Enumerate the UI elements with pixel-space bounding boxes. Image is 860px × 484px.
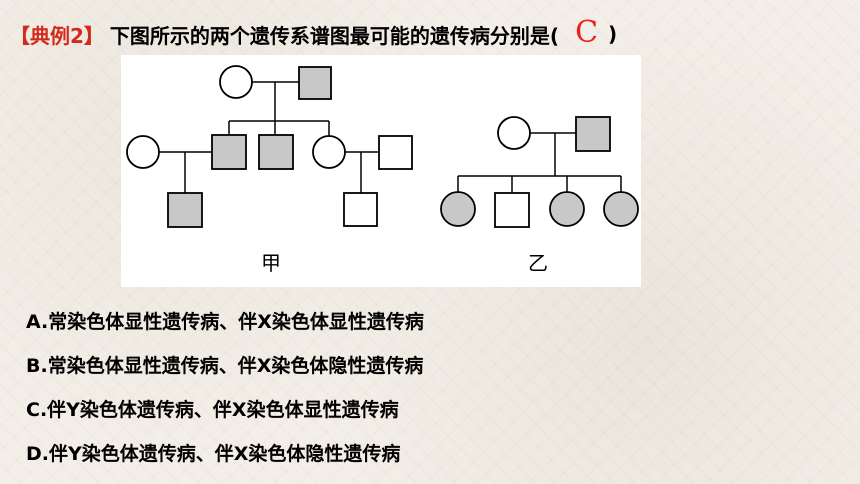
jia-gen2-male-spouse-unaffected: [378, 135, 413, 170]
label-yi: 乙: [528, 251, 548, 275]
question-text: 下图所示的两个遗传系谱图最可能的遗传病分别是(: [109, 23, 560, 48]
option-b[interactable]: B.常染色体显性遗传病、伴X染色体隐性遗传病: [26, 355, 424, 377]
option-c[interactable]: C.伴Y染色体遗传病、伴X染色体显性遗传病: [26, 399, 399, 421]
yi-gen2-female-affected-2: [549, 191, 585, 227]
jia-gen3-male-affected: [167, 192, 203, 228]
yi-gen1-male-affected: [575, 116, 611, 152]
jia-gen1-female-unaffected: [219, 65, 253, 99]
label-jia: 甲: [261, 251, 281, 275]
jia-gen2-female-spouse-unaffected: [126, 135, 160, 169]
jia-gen2-male-affected-1: [211, 134, 247, 170]
answer-letter: C: [575, 14, 599, 50]
question-header: 【典例2】 下图所示的两个遗传系谱图最可能的遗传病分别是( C ): [10, 14, 617, 54]
question-close-paren: ): [608, 22, 618, 46]
pedigree-figure: 甲 乙: [121, 55, 641, 287]
jia-gen1-male-affected: [298, 66, 332, 100]
yi-gen1-female-unaffected: [497, 116, 531, 150]
jia-gen3-male-unaffected: [343, 192, 378, 227]
jia-gen2-male-affected-2: [258, 134, 294, 170]
yi-gen2-female-affected-1: [440, 191, 476, 227]
pedigree-svg: 甲 乙: [126, 65, 639, 275]
yi-gen2-male-unaffected: [494, 192, 530, 228]
jia-gen2-female-unaffected: [312, 135, 346, 169]
example-tag: 【典例2】: [10, 23, 104, 48]
option-d[interactable]: D.伴Y染色体遗传病、伴X染色体隐性遗传病: [26, 443, 401, 465]
answer-options: A.常染色体显性遗传病、伴X染色体显性遗传病 B.常染色体显性遗传病、伴X染色体…: [26, 300, 424, 476]
option-a[interactable]: A.常染色体显性遗传病、伴X染色体显性遗传病: [26, 311, 424, 333]
yi-gen2-female-affected-3: [603, 191, 639, 227]
